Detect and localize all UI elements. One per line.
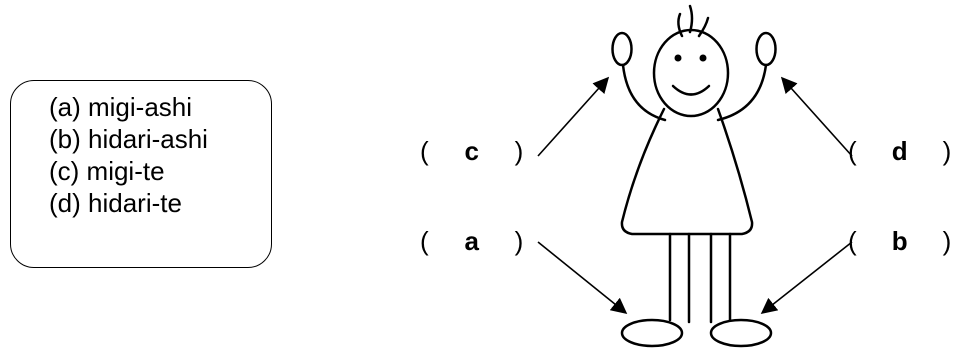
label-bottom-left: ( a) [420, 226, 523, 256]
label-bottom-right: ( b) [848, 226, 951, 256]
head [652, 28, 730, 118]
legend-box: (a) migi-ashi (b) hidari-ashi (c) migi-t… [10, 80, 272, 268]
hair-strand [677, 12, 684, 38]
close-paren: ) [514, 226, 524, 256]
arm-right-side-of-image [621, 63, 667, 122]
arrow-b [760, 241, 853, 314]
answer-top-left: c [464, 136, 479, 166]
hair-strand [688, 4, 694, 34]
mouth [671, 84, 711, 96]
legend-item-d: (d) hidari-te [49, 188, 182, 218]
body [620, 107, 754, 236]
arm-left-side-of-image [716, 63, 768, 122]
hand-right [755, 31, 777, 67]
answer-top-right: d [891, 136, 908, 166]
label-top-right: ( d) [848, 136, 951, 166]
answer-bottom-left: a [464, 226, 479, 256]
open-paren: ( [420, 136, 429, 166]
open-paren: ( [848, 136, 857, 166]
legend-item-a: (a) migi-ashi [49, 92, 193, 122]
open-paren: ( [420, 226, 429, 256]
foot-left [620, 318, 684, 348]
foot-right [709, 318, 773, 348]
close-paren: ) [514, 136, 524, 166]
arrow-c [537, 76, 610, 157]
answer-bottom-right: b [891, 226, 908, 256]
open-paren: ( [848, 226, 857, 256]
eye-right [699, 54, 707, 62]
label-top-left: ( c) [420, 136, 523, 166]
legend-item-b: (b) hidari-ashi [49, 124, 208, 154]
hand-left [611, 31, 633, 67]
arrow-d [780, 76, 853, 157]
hair-strand [697, 16, 710, 38]
legend-list: (a) migi-ashi (b) hidari-ashi (c) migi-t… [49, 91, 208, 219]
eye-left [674, 54, 682, 62]
arrow-a [537, 241, 628, 315]
legend-item-c: (c) migi-te [49, 156, 165, 186]
close-paren: ) [942, 136, 952, 166]
close-paren: ) [942, 226, 952, 256]
